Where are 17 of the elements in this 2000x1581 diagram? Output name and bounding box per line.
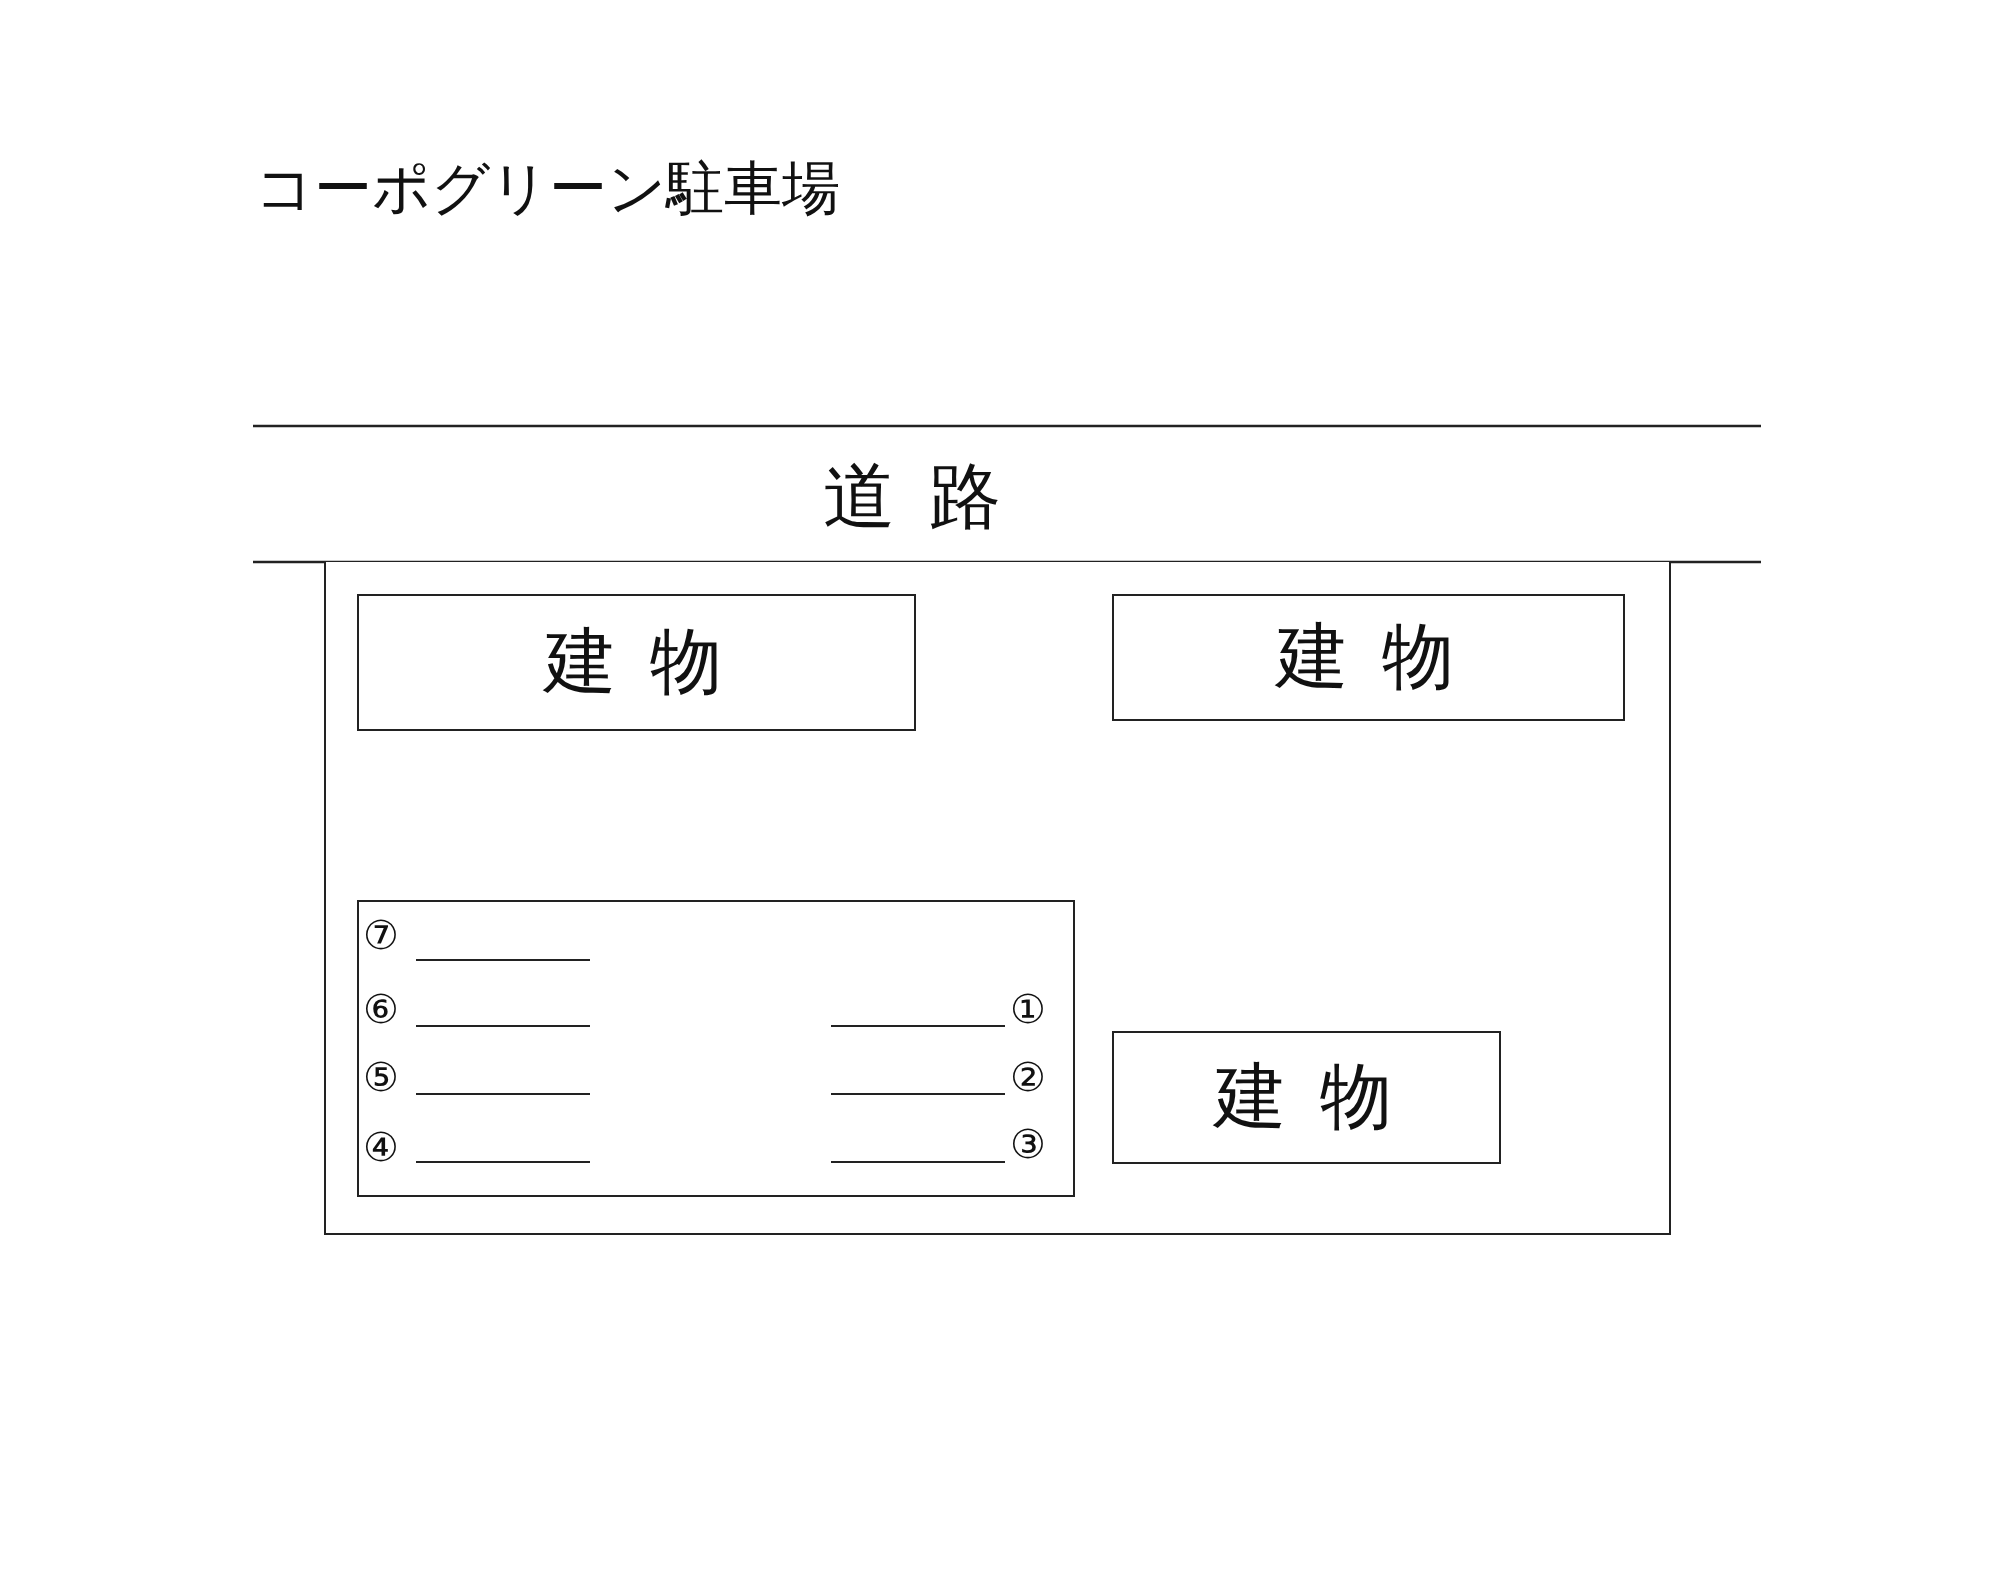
circled-number: ⑦ xyxy=(363,915,399,955)
title: コーポグリーン駐車場 xyxy=(255,153,840,224)
circled-number: ② xyxy=(1010,1057,1046,1097)
road-label: 道 路 xyxy=(822,453,1008,540)
circled-number: ⑤ xyxy=(363,1057,399,1097)
circled-number: ① xyxy=(1010,989,1046,1029)
building-label: 建 物 xyxy=(1213,1053,1399,1140)
parking-lot-outline xyxy=(324,562,1671,1235)
building-box xyxy=(1111,593,1625,721)
circled-number: ⑥ xyxy=(363,989,399,1029)
building-box xyxy=(1111,1030,1501,1164)
parking-area-box xyxy=(356,899,1075,1197)
building-label: 建 物 xyxy=(543,618,729,705)
building-box xyxy=(356,593,916,731)
circled-number: ④ xyxy=(363,1127,399,1167)
circled-number: ③ xyxy=(1010,1124,1046,1164)
building-label: 建 物 xyxy=(1275,613,1461,700)
